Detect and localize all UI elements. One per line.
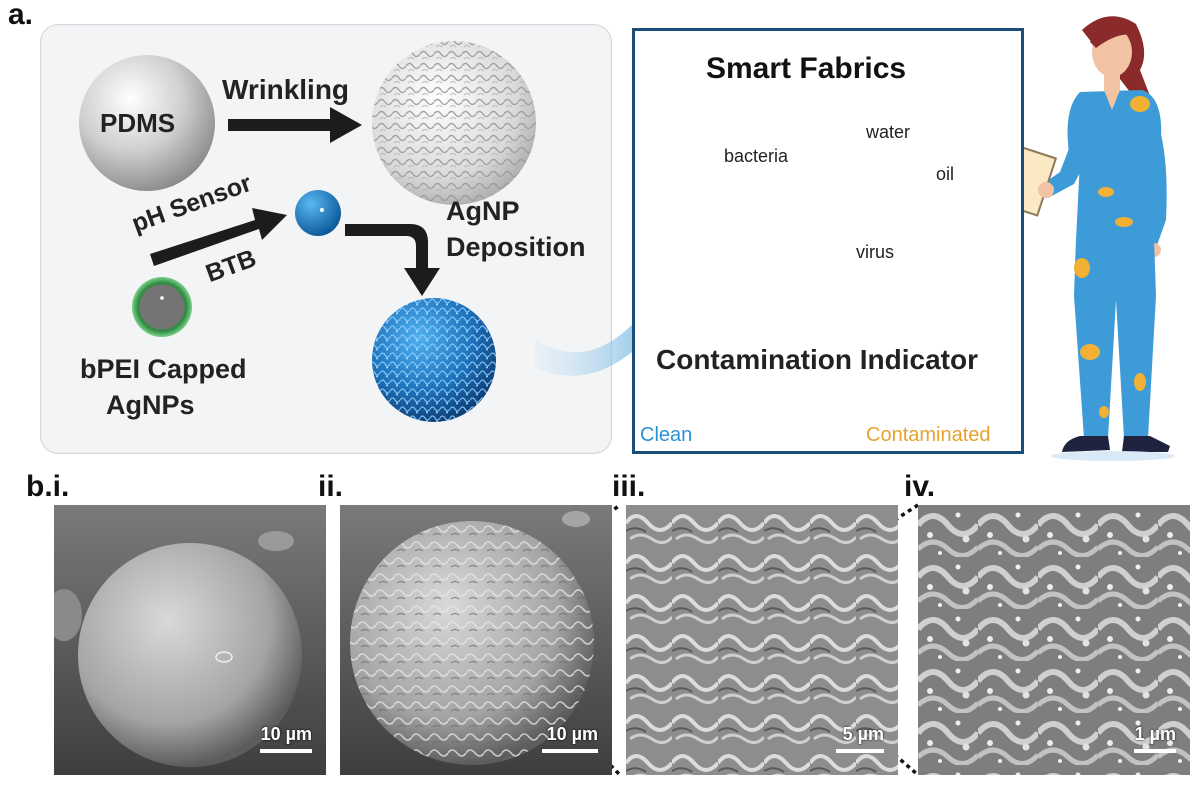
wrinkling-label: Wrinkling — [222, 74, 350, 105]
pdms-label: PDMS — [100, 108, 176, 138]
scale-bar-iii — [836, 749, 884, 753]
clean-label: Clean — [640, 424, 693, 446]
sem-image-i: 10 µm — [54, 505, 326, 775]
scale-label-ii: 10 µm — [546, 724, 598, 744]
wrinkling-arrow — [228, 107, 362, 143]
water-label: water — [866, 122, 911, 142]
agnps-label: AgNPs — [106, 390, 195, 420]
sem-image-iii: 5 µm — [626, 505, 898, 775]
panel-label-ii: ii. — [318, 470, 344, 503]
contamination-indicator-title: Contamination Indicator — [656, 344, 978, 375]
bacteria-label: bacteria — [724, 146, 789, 166]
panel-label-a: a. — [8, 0, 34, 31]
sem-image-iv: 1 µm — [918, 505, 1190, 775]
ph-sensor-arrow — [150, 208, 287, 266]
pdms-sphere — [79, 55, 215, 191]
scale-bar-ii — [542, 749, 598, 753]
deposition-arrow — [345, 224, 440, 296]
scale-label-iii: 5 µm — [842, 724, 884, 744]
sem-image-ii: 10 µm — [340, 505, 612, 775]
bpei-label: bPEI Capped — [80, 354, 247, 384]
panel-label-b-i: b.i. — [26, 470, 70, 503]
scale-bar-i — [260, 749, 312, 753]
scale-label-iv: 1 µm — [1134, 724, 1176, 744]
agnp-label: AgNP — [446, 196, 520, 226]
virus-label: virus — [856, 242, 895, 262]
smart-fabrics-box — [632, 28, 1024, 454]
btb-sphere — [295, 190, 341, 236]
smart-fabrics-title: Smart Fabrics — [706, 52, 907, 85]
panel-label-iii: iii. — [612, 470, 646, 503]
scale-label-i: 10 µm — [260, 724, 312, 744]
deposition-label: Deposition — [446, 232, 586, 262]
oil-label: oil — [936, 164, 955, 184]
scale-bar-iv — [1134, 749, 1176, 753]
contaminated-label: Contaminated — [866, 424, 991, 446]
panel-label-iv: iv. — [904, 470, 936, 503]
